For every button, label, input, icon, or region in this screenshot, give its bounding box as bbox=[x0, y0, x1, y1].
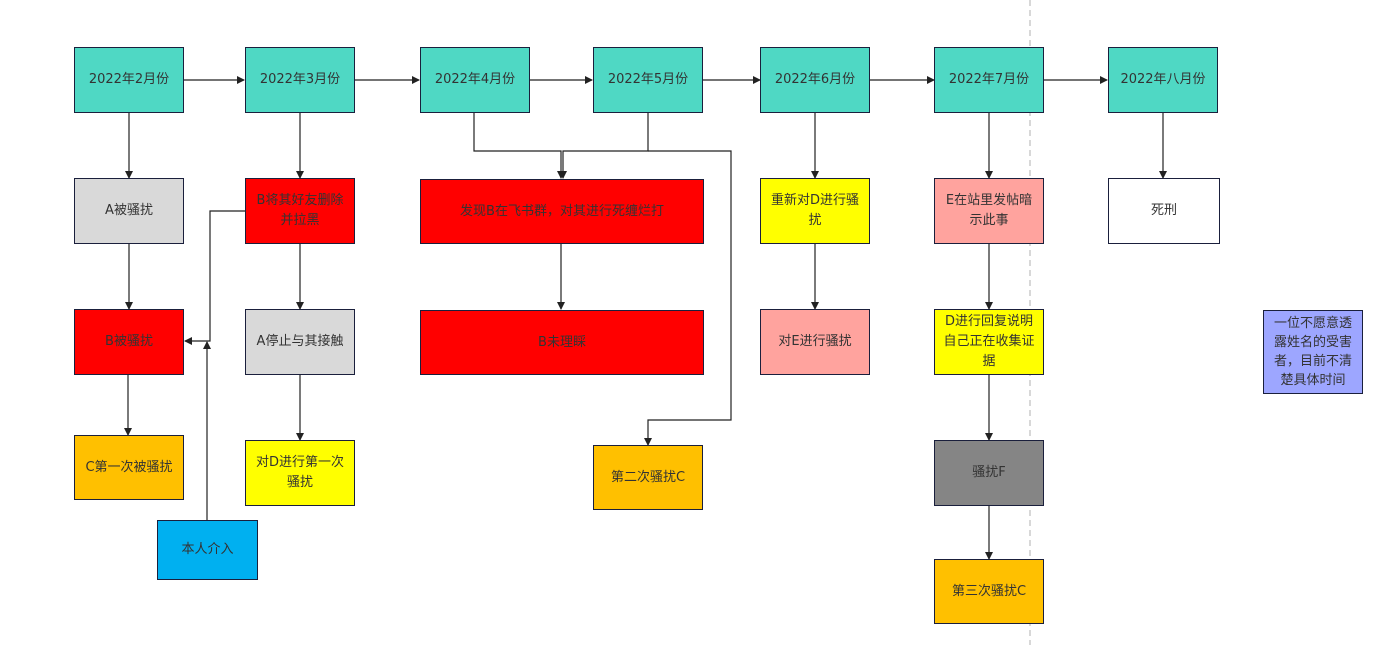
event-label: B未理睬 bbox=[538, 334, 586, 350]
event-b-delete-block[interactable]: B将其好友删除并拉黑 bbox=[245, 178, 355, 244]
month-node-apr[interactable]: 2022年4月份 bbox=[420, 47, 530, 113]
month-label: 2022年3月份 bbox=[259, 72, 341, 87]
month-node-jul[interactable]: 2022年7月份 bbox=[934, 47, 1044, 113]
event-a-harassed[interactable]: A被骚扰 bbox=[74, 178, 184, 244]
month-node-mar[interactable]: 2022年3月份 bbox=[245, 47, 355, 113]
event-c-second[interactable]: 第二次骚扰C bbox=[593, 445, 703, 510]
note-anonymous-victim[interactable]: 一位不愿意透露姓名的受害者，目前不清楚具体时间 bbox=[1263, 310, 1363, 394]
event-death-penalty[interactable]: 死刑 bbox=[1108, 178, 1220, 244]
event-e-harassed[interactable]: 对E进行骚扰 bbox=[760, 309, 870, 375]
month-node-may[interactable]: 2022年5月份 bbox=[593, 47, 703, 113]
event-found-b-group[interactable]: 发现B在飞书群，对其进行死缠烂打 bbox=[420, 179, 704, 244]
event-label: 本人介入 bbox=[181, 542, 234, 557]
month-label: 2022年八月份 bbox=[1120, 72, 1206, 87]
event-label: 骚扰F bbox=[972, 465, 1006, 480]
event-label: 重新对D进行骚扰 bbox=[770, 193, 859, 228]
flow-arrow bbox=[184, 210, 245, 345]
event-label: 对E进行骚扰 bbox=[778, 334, 852, 349]
month-label: 2022年6月份 bbox=[774, 72, 856, 87]
event-label: B将其好友删除并拉黑 bbox=[256, 193, 344, 228]
event-label: D进行回复说明自己正在收集证据 bbox=[943, 314, 1035, 369]
event-a-stop-contact[interactable]: A停止与其接触 bbox=[245, 309, 355, 375]
event-label: C第一次被骚扰 bbox=[85, 459, 173, 475]
month-node-aug[interactable]: 2022年八月份 bbox=[1108, 47, 1218, 113]
event-label: 第二次骚扰C bbox=[610, 469, 686, 485]
event-label: 发现B在飞书群，对其进行死缠烂打 bbox=[460, 203, 664, 219]
event-c-third[interactable]: 第三次骚扰C bbox=[934, 559, 1044, 624]
month-label: 2022年2月份 bbox=[88, 72, 170, 87]
month-label: 2022年4月份 bbox=[434, 72, 516, 87]
event-label: 第三次骚扰C bbox=[951, 583, 1027, 599]
event-label: E在站里发帖暗示此事 bbox=[945, 193, 1033, 228]
event-label: 对D进行第一次骚扰 bbox=[255, 455, 344, 490]
note-label: 一位不愿意透露姓名的受害者，目前不清楚具体时间 bbox=[1273, 316, 1352, 388]
event-d-again[interactable]: 重新对D进行骚扰 bbox=[760, 178, 870, 244]
event-label: B被骚扰 bbox=[105, 334, 153, 349]
month-label: 2022年7月份 bbox=[948, 72, 1030, 87]
event-label: 死刑 bbox=[1150, 203, 1177, 218]
month-node-feb[interactable]: 2022年2月份 bbox=[74, 47, 184, 113]
flow-arrow bbox=[559, 113, 649, 179]
flow-arrow bbox=[644, 150, 732, 446]
event-label: A被骚扰 bbox=[105, 203, 153, 218]
month-node-jun[interactable]: 2022年6月份 bbox=[760, 47, 870, 113]
event-self-intervene[interactable]: 本人介入 bbox=[157, 520, 258, 580]
flow-arrow bbox=[473, 113, 565, 179]
event-f-harassed[interactable]: 骚扰F bbox=[934, 440, 1044, 506]
event-c-first[interactable]: C第一次被骚扰 bbox=[74, 435, 184, 500]
event-d-reply[interactable]: D进行回复说明自己正在收集证据 bbox=[934, 309, 1044, 375]
event-d-first[interactable]: 对D进行第一次骚扰 bbox=[245, 440, 355, 506]
event-b-ignore[interactable]: B未理睬 bbox=[420, 310, 704, 375]
month-label: 2022年5月份 bbox=[607, 72, 689, 87]
event-b-harassed[interactable]: B被骚扰 bbox=[74, 309, 184, 375]
event-label: A停止与其接触 bbox=[256, 334, 344, 349]
event-e-post[interactable]: E在站里发帖暗示此事 bbox=[934, 178, 1044, 244]
